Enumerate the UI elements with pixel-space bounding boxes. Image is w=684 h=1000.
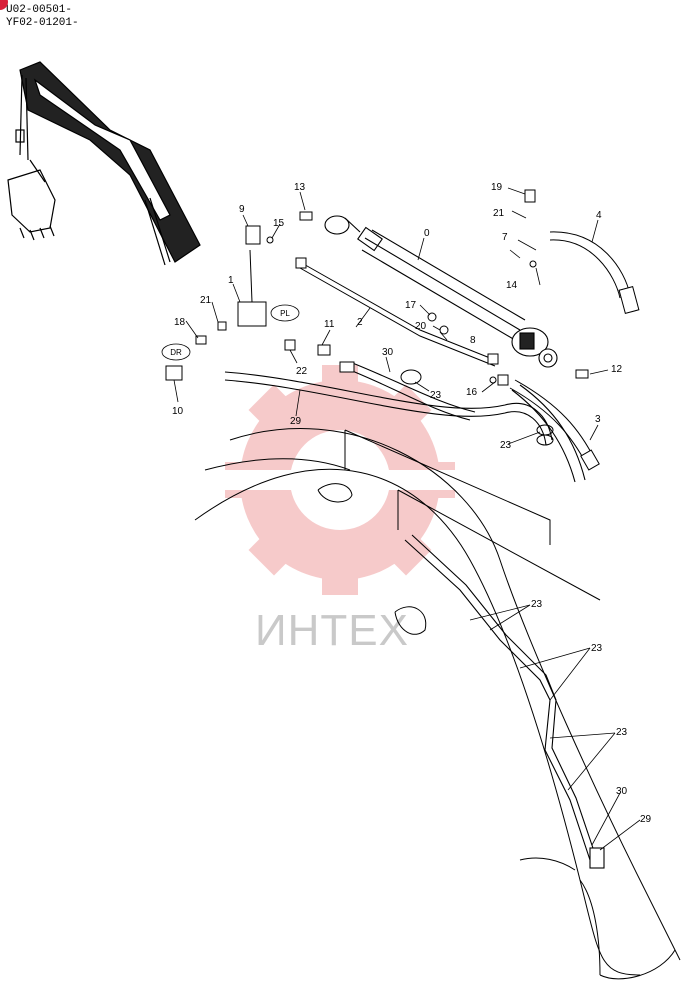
callout-23-boom-2: 23 <box>591 643 603 654</box>
boom-cylinder <box>324 215 558 368</box>
callout-2: 2 <box>357 317 363 328</box>
callout-9: 9 <box>239 204 245 215</box>
callout-17: 17 <box>405 300 417 311</box>
callout-14: 14 <box>506 280 518 291</box>
leader-lines <box>173 187 641 851</box>
serial-range-1: U02-00501- <box>6 4 73 16</box>
callout-0: 0 <box>424 228 430 239</box>
hose-29-30 <box>224 361 605 869</box>
excavator-inset <box>7 61 201 266</box>
svg-text:DR: DR <box>170 348 182 357</box>
callout-29-lower: 29 <box>640 814 652 825</box>
port-tag-dr: DR <box>161 343 191 361</box>
callout-21-right: 21 <box>493 208 505 219</box>
callout-10: 10 <box>172 406 184 417</box>
callout-7: 7 <box>502 232 508 243</box>
svg-text:PL: PL <box>280 309 290 318</box>
callout-19: 19 <box>491 182 503 193</box>
corner-badge <box>0 0 8 10</box>
callout-labels: 0 1 2 3 4 7 8 9 10 11 12 13 14 15 16 17 … <box>172 182 652 825</box>
callout-4: 4 <box>596 210 602 221</box>
hose-4 <box>549 231 640 315</box>
callout-16: 16 <box>466 387 478 398</box>
callout-18: 18 <box>174 317 186 328</box>
valve-block-1 <box>165 189 589 446</box>
callout-20: 20 <box>415 321 427 332</box>
pipe-2 <box>295 257 499 367</box>
callout-30-lower: 30 <box>616 786 628 797</box>
callout-21-left: 21 <box>200 295 212 306</box>
callout-22: 22 <box>296 366 308 377</box>
callout-1: 1 <box>228 275 234 286</box>
callout-11: 11 <box>324 319 335 330</box>
port-tag-pl: PL <box>270 304 300 322</box>
callout-13: 13 <box>294 182 306 193</box>
callout-12: 12 <box>611 364 623 375</box>
callout-23-boom-1: 23 <box>531 599 543 610</box>
callout-29-upper: 29 <box>290 416 302 427</box>
callout-30-upper: 30 <box>382 347 394 358</box>
callout-23-upper: 23 <box>430 390 442 401</box>
serial-range-2: YF02-01201- <box>6 17 79 29</box>
callout-23-mid: 23 <box>500 440 512 451</box>
watermark-text: ИНТЕХ <box>255 606 409 655</box>
callout-3: 3 <box>595 414 601 425</box>
hose-3 <box>509 379 600 471</box>
callout-23-boom-3: 23 <box>616 727 628 738</box>
callout-15: 15 <box>273 218 285 229</box>
callout-8: 8 <box>470 335 476 346</box>
watermark-logo <box>200 365 480 595</box>
